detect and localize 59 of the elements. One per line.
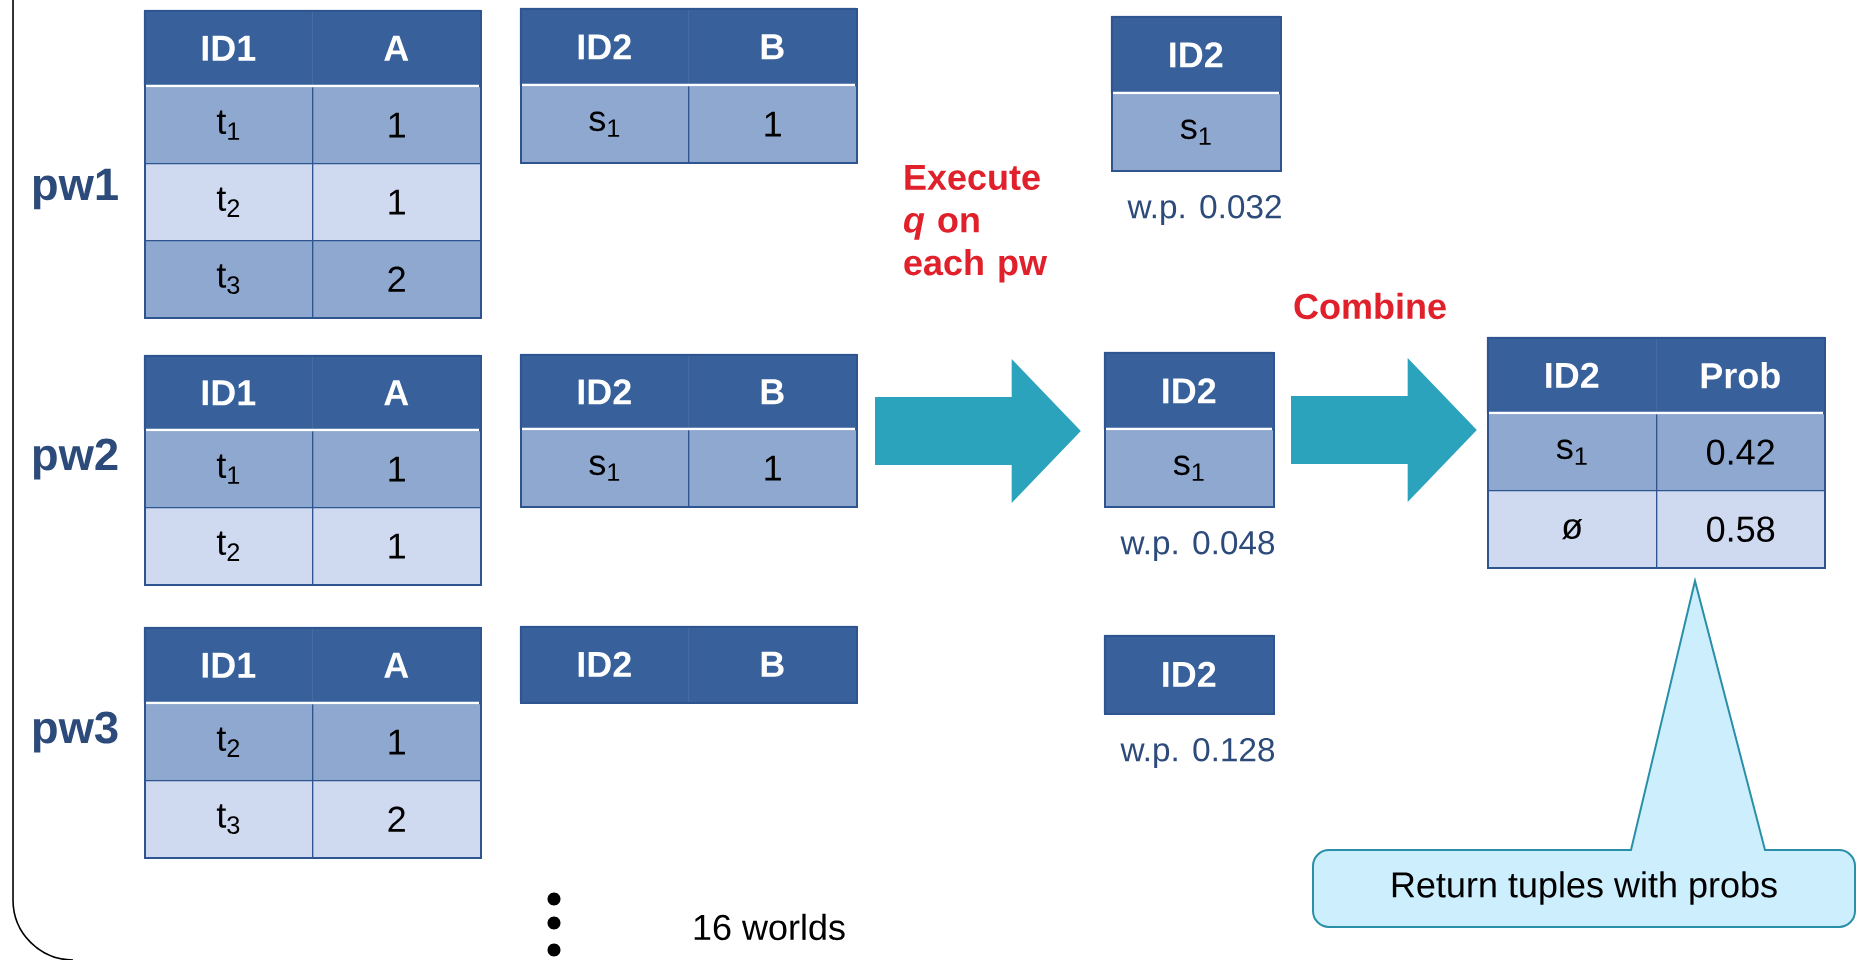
table-cell: t$_{2}$	[144, 507, 314, 586]
callout-box: Return tuples with probs	[1312, 580, 1856, 928]
world-label: pw3	[33, 711, 118, 753]
table-header-cell: ID1	[144, 10, 313, 87]
data-table	[520, 8, 858, 164]
data-table	[144, 10, 482, 319]
table-cell: 0.58	[1656, 490, 1826, 569]
table-cell: t$_{2}$	[144, 703, 314, 782]
table-cell: s$_{1}$	[1104, 429, 1275, 508]
table-cell: 0.42	[1656, 413, 1826, 492]
table-cell: 2	[312, 240, 482, 319]
edge-label: Combine	[1294, 292, 1446, 320]
table-cell: 1	[312, 163, 482, 242]
note-text: 16 worlds	[694, 913, 845, 941]
table-header-cell: A	[312, 355, 481, 431]
table-header-cell: A	[312, 627, 481, 704]
table-cell: 1	[688, 85, 858, 164]
data-table	[1111, 16, 1282, 172]
table-header-cell: ID2	[1104, 352, 1274, 430]
table-cell: s$_{1}$	[1111, 93, 1282, 172]
table-cell: t$_{1}$	[144, 86, 314, 165]
data-table	[144, 355, 482, 586]
data-table	[1487, 337, 1826, 569]
table-cell: 1	[312, 430, 482, 509]
table-cell: t$_{1}$	[144, 430, 314, 509]
table-cell: 1	[312, 507, 482, 586]
table-header-cell: ID2	[1111, 16, 1281, 94]
table-header-cell: ID2	[520, 8, 689, 86]
table-cell: 1	[312, 86, 482, 165]
table-header-cell: ID1	[144, 627, 313, 704]
world-label: pw2	[33, 438, 118, 480]
table-cell: 2	[312, 780, 482, 859]
table-cell: s$_{1}$	[1487, 413, 1658, 492]
table-cell: ø	[1487, 490, 1658, 569]
data-table	[1104, 352, 1275, 508]
table-cell: t$_{3}$	[144, 780, 314, 859]
table-header-cell: Prob	[1656, 337, 1825, 414]
table-header-cell: B	[688, 626, 857, 703]
probability-label: w.p. 0.128	[1120, 737, 1275, 769]
probability-label: w.p. 0.048	[1120, 530, 1275, 562]
probability-label: w.p. 0.032	[1127, 194, 1281, 226]
table-header-cell: ID2	[1104, 635, 1275, 715]
table-header-cell: B	[688, 354, 857, 430]
data-table	[520, 626, 858, 704]
table-cell: s$_{1}$	[520, 429, 690, 508]
table-header-cell: B	[688, 8, 857, 86]
table-header-cell: ID1	[144, 355, 313, 431]
table-header-cell: ID2	[1487, 337, 1657, 414]
data-table	[144, 627, 482, 859]
edge-label: Execute q on each pw	[904, 164, 1048, 283]
table-header-cell: ID2	[520, 626, 689, 703]
data-table	[520, 354, 858, 508]
table-cell: 1	[688, 429, 858, 508]
table-header-cell: ID2	[520, 354, 689, 430]
table-header-cell: A	[312, 10, 481, 87]
table-cell: t$_{2}$	[144, 163, 314, 242]
table-cell: s$_{1}$	[520, 85, 690, 164]
table-cell: 1	[312, 703, 482, 782]
table-cell: t$_{3}$	[144, 240, 314, 319]
